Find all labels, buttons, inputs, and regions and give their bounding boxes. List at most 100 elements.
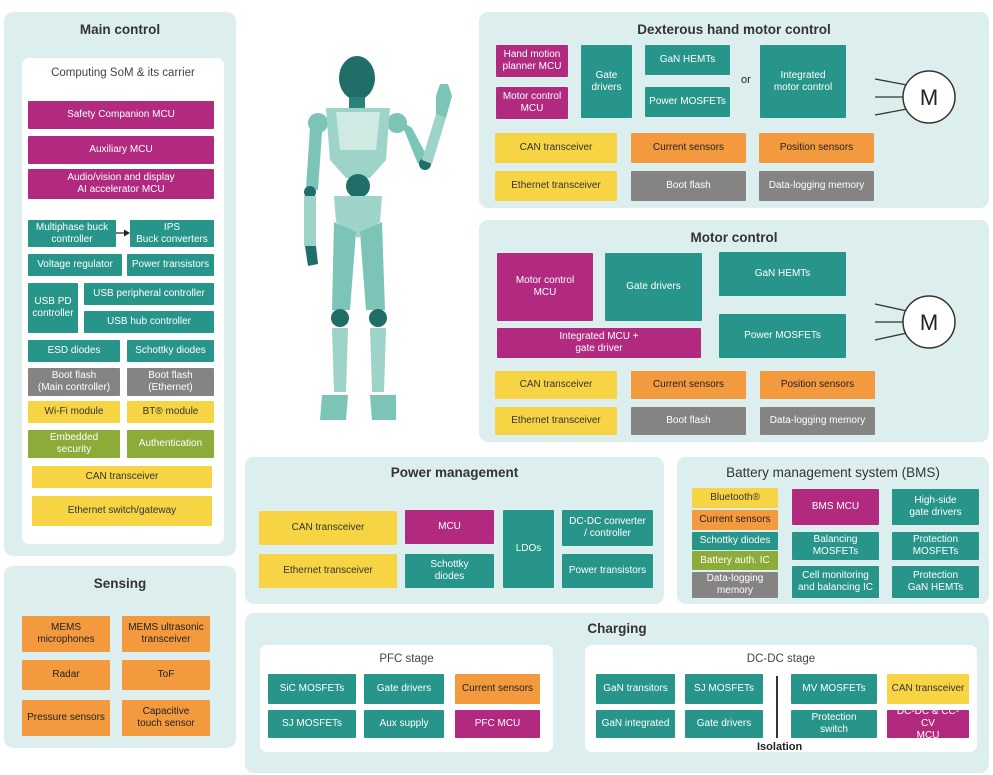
battery-auth-ic: Battery auth. IC — [692, 551, 778, 570]
motor-can-transceiver: CAN transceiver — [495, 371, 617, 399]
cell-monitoring-balancing-ic: Cell monitoring and balancing IC — [792, 566, 879, 598]
power-ethernet-transceiver: Ethernet transceiver — [259, 554, 397, 588]
or-label: or — [741, 74, 751, 86]
motor-boot-flash: Boot flash — [631, 407, 746, 435]
mv-mosfets: MV MOSFETs — [791, 674, 877, 704]
embedded-security: Embedded security — [28, 430, 120, 458]
auxiliary-mcu: Auxiliary MCU — [28, 136, 214, 164]
protection-switch: Protection switch — [791, 710, 877, 738]
gan-transitors: GaN transitors — [596, 674, 675, 704]
can-transceiver-main: CAN transceiver — [32, 466, 212, 488]
main-control-title: Main control — [79, 22, 161, 37]
hand-position-sensors: Position sensors — [759, 133, 874, 163]
schottky-diodes-main: Schottky diodes — [127, 340, 214, 362]
bms-bluetooth: Bluetooth® — [692, 488, 778, 508]
multiphase-to-ips-arrow — [116, 229, 130, 237]
usb-pd-controller: USB PD controller — [28, 283, 78, 333]
hand-power-mosfets: Power MOSFETs — [645, 87, 730, 117]
av-ai-accelerator-mcu: Audio/vision and display AI accelerator … — [28, 169, 214, 199]
hand-motor-label: M — [920, 85, 938, 110]
power-transistors-pm: Power transistors — [562, 554, 653, 588]
bms-data-logging-memory: Data-logging memory — [692, 572, 778, 598]
wifi-module: Wi-Fi module — [28, 401, 120, 423]
hand-motor-icon: M — [874, 70, 956, 124]
integrated-mcu-gate-driver: Integrated MCU + gate driver — [497, 328, 701, 358]
pfc-stage-title: PFC stage — [379, 653, 434, 665]
pfc-mcu: PFC MCU — [455, 710, 540, 738]
protection-mosfets: Protection MOSFETs — [892, 532, 979, 560]
dc-dc-converter-controller: DC-DC converter / controller — [562, 510, 653, 546]
usb-hub-controller: USB hub controller — [84, 311, 214, 333]
voltage-regulator: Voltage regulator — [28, 254, 122, 276]
authentication: Authentication — [127, 430, 214, 458]
isolation-line — [776, 676, 778, 738]
dcdc-can-transceiver: CAN transceiver — [887, 674, 969, 704]
motor-position-sensors: Position sensors — [760, 371, 875, 399]
charging-title: Charging — [587, 621, 647, 636]
ldos: LDOs — [503, 510, 554, 588]
computing-som-title: Computing SoM & its carrier — [51, 67, 195, 79]
safety-companion-mcu: Safety Companion MCU — [28, 101, 214, 129]
motor-ethernet-transceiver: Ethernet transceiver — [495, 407, 617, 435]
motor-power-mosfets: Power MOSFETs — [719, 314, 846, 358]
dcdc-sj-mosfets: SJ MOSFETs — [685, 674, 763, 704]
power-management-title: Power management — [390, 465, 519, 480]
protection-gan-hemts: Protection GaN HEMTs — [892, 566, 979, 598]
bt-module: BT® module — [127, 401, 214, 423]
mems-microphones: MEMS microphones — [22, 616, 110, 652]
tof: ToF — [122, 660, 210, 690]
pfc-sj-mosfets: SJ MOSFETs — [268, 710, 356, 738]
motor-gan-hemts: GaN HEMTs — [719, 252, 846, 296]
pfc-current-sensors: Current sensors — [455, 674, 540, 704]
motor-label: M — [920, 310, 938, 335]
esd-diodes: ESD diodes — [28, 340, 120, 362]
bms-mcu: BMS MCU — [792, 489, 879, 525]
capacitive-touch-sensor: Capacitive touch sensor — [122, 700, 210, 736]
motor-control-mcu: Motor control MCU — [497, 253, 593, 321]
sic-mosfets: SiC MOSFETs — [268, 674, 356, 704]
boot-flash-main-controller: Boot flash (Main controller) — [28, 368, 120, 396]
hand-motor-control-mcu: Motor control MCU — [496, 87, 568, 119]
power-schottky-diodes: Schottky diodes — [405, 554, 494, 588]
hand-boot-flash: Boot flash — [631, 171, 746, 201]
hand-current-sensors: Current sensors — [631, 133, 746, 163]
motor-current-sensors: Current sensors — [631, 371, 746, 399]
power-can-transceiver: CAN transceiver — [259, 511, 397, 545]
hand-motor-control-title: Dexterous hand motor control — [637, 22, 831, 37]
bms-title: Battery management system (BMS) — [726, 465, 940, 480]
power-transistors-main: Power transistors — [127, 254, 214, 276]
multiphase-buck-controller: Multiphase buck controller — [28, 220, 116, 247]
hand-motion-planner-mcu: Hand motion planner MCU — [496, 45, 568, 77]
boot-flash-ethernet: Boot flash (Ethernet) — [127, 368, 214, 396]
hand-ethernet-transceiver: Ethernet transceiver — [495, 171, 617, 201]
mems-ultrasonic-transceiver: MEMS ultrasonic transceiver — [122, 616, 210, 652]
hand-gate-drivers: Gate drivers — [581, 45, 632, 118]
motor-control-title: Motor control — [690, 230, 778, 245]
bms-current-sensors: Current sensors — [692, 510, 778, 530]
bms-schottky-diodes: Schottky diodes — [692, 532, 778, 550]
hand-gan-hemts: GaN HEMTs — [645, 45, 730, 75]
usb-peripheral-controller: USB peripheral controller — [84, 283, 214, 305]
pressure-sensors: Pressure sensors — [22, 700, 110, 736]
isolation-label: Isolation — [757, 741, 803, 753]
hand-can-transceiver: CAN transceiver — [495, 133, 617, 163]
hand-data-logging-memory: Data-logging memory — [759, 171, 874, 201]
ethernet-switch-gateway: Ethernet switch/gateway — [32, 496, 212, 526]
motor-gate-drivers: Gate drivers — [605, 253, 702, 321]
humanoid-robot-illustration — [304, 56, 452, 420]
motor-data-logging-memory: Data-logging memory — [760, 407, 875, 435]
aux-supply: Aux supply — [364, 710, 444, 738]
dc-dc-cc-cv-mcu: DC-DC & CC-CV MCU — [887, 706, 969, 741]
power-mcu: MCU — [405, 510, 494, 544]
pfc-gate-drivers: Gate drivers — [364, 674, 444, 704]
balancing-mosfets: Balancing MOSFETs — [792, 532, 879, 560]
dcdc-gate-drivers: Gate drivers — [685, 710, 763, 738]
motor-icon: M — [874, 295, 956, 349]
dc-dc-stage-title: DC-DC stage — [746, 653, 816, 665]
gan-integrated: GaN integrated — [596, 710, 675, 738]
ips-buck-converters: IPS Buck converters — [130, 220, 214, 247]
hand-integrated-motor-control: Integrated motor control — [760, 45, 846, 118]
sensing-title: Sensing — [93, 576, 147, 591]
radar: Radar — [22, 660, 110, 690]
